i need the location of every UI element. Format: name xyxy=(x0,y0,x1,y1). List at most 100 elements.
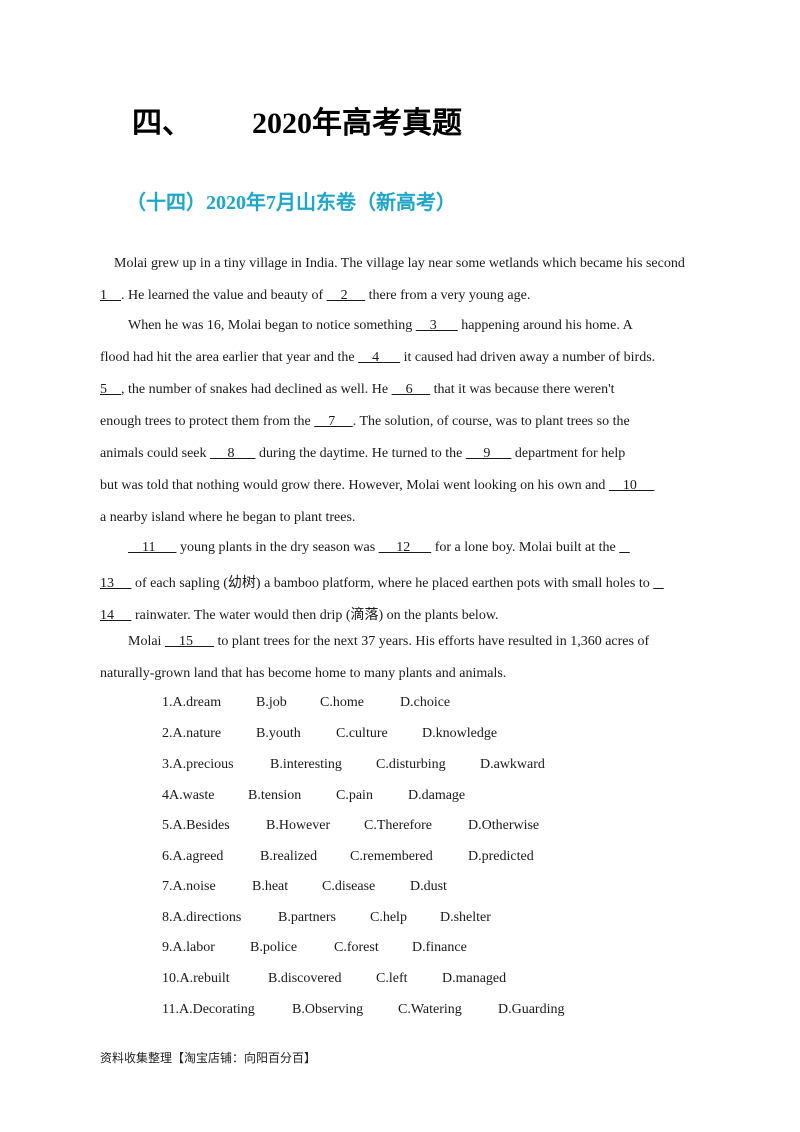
subheading: （十四）2020年7月山东卷（新高考） xyxy=(126,192,456,214)
blank: 4 xyxy=(358,350,401,365)
option-choice: B.interesting xyxy=(270,757,342,772)
passage-text: enough trees to protect them from the xyxy=(100,414,315,429)
passage-line: When he was 16, Molai began to notice so… xyxy=(128,318,633,334)
passage-text: but was told that nothing would grow the… xyxy=(100,478,609,493)
option-choice: C.Watering xyxy=(398,1002,462,1017)
option-choice: D.finance xyxy=(412,940,467,955)
passage-text: animals could seek xyxy=(100,446,211,461)
passage-text: happening around his home. A xyxy=(457,318,633,333)
option-choice: 10.A.rebuilt xyxy=(162,971,230,986)
option-choice: D.Guarding xyxy=(498,1002,565,1017)
passage-text: . He learned the value and beauty of xyxy=(121,288,327,303)
passage-text: Molai grew up in a tiny village in India… xyxy=(114,256,685,271)
passage-text: there from a very young age. xyxy=(365,288,531,303)
passage-text: it caused had driven away a number of bi… xyxy=(400,350,656,365)
passage-text: , the number of snakes had declined as w… xyxy=(121,382,392,397)
option-choice: C.disturbing xyxy=(376,757,446,772)
section-heading: 四、 2020年高考真题 xyxy=(132,98,462,142)
option-choice: C.Therefore xyxy=(364,818,433,833)
passage-text: young plants in the dry season was xyxy=(176,540,379,555)
option-choice: D.shelter xyxy=(440,910,491,925)
blank: 9 xyxy=(465,446,512,461)
passage-line: but was told that nothing would grow the… xyxy=(100,478,654,494)
blank: 7 xyxy=(314,414,353,429)
option-choice: 5.A.Besides xyxy=(162,818,230,833)
option-choice: 11.A.Decorating xyxy=(162,1002,255,1017)
footer-note: 资料收集整理【淘宝店铺：向阳百分百】 xyxy=(100,1051,317,1065)
option-choice: B.Observing xyxy=(292,1002,364,1017)
option-choice: D.damage xyxy=(408,788,466,803)
option-choice: B.tension xyxy=(248,788,302,803)
passage-text: . The solution, of course, was to plant … xyxy=(352,414,630,429)
option-choice: D.managed xyxy=(442,971,507,986)
passage-text: naturally-grown land that has become hom… xyxy=(100,666,507,681)
blank: 13 xyxy=(100,576,132,591)
option-choice: 2.A.nature xyxy=(162,726,222,741)
option-choice: B.police xyxy=(250,940,298,955)
blank: 3 xyxy=(415,318,458,333)
passage-line: flood had hit the area earlier that year… xyxy=(100,350,655,366)
blank: 8 xyxy=(210,446,256,461)
option-choice: C.culture xyxy=(336,726,388,741)
option-choice: C.help xyxy=(370,910,407,925)
blank: 15 xyxy=(164,634,214,649)
blank: 11 xyxy=(128,540,177,555)
passage-text: that it was because there weren't xyxy=(430,382,615,397)
passage-line: 13 of each sapling (幼树) a bamboo platfor… xyxy=(100,572,664,592)
option-choice: D.choice xyxy=(400,695,451,710)
passage-text: for a lone boy. Molai built at the xyxy=(431,540,620,555)
option-choice: 3.A.precious xyxy=(162,757,234,772)
option-choice: 6.A.agreed xyxy=(162,849,224,864)
option-choice: C.home xyxy=(320,695,364,710)
passage-line: a nearby island where he began to plant … xyxy=(100,510,355,526)
option-choice: 8.A.directions xyxy=(162,910,242,925)
option-choice: C.pain xyxy=(336,788,373,803)
option-choice: 4A.waste xyxy=(162,788,215,803)
passage-text: rainwater. The water would then drip (滴落… xyxy=(131,608,499,623)
blank: 12 xyxy=(378,540,432,555)
passage-text: of each sapling (幼树) a bamboo platform, … xyxy=(131,576,654,591)
passage-line: 11 young plants in the dry season was 12… xyxy=(128,540,630,556)
option-choice: D.awkward xyxy=(480,757,545,772)
heading-title: 2020年高考真题 xyxy=(252,107,462,140)
passage-line: 1 . He learned the value and beauty of 2… xyxy=(100,288,530,304)
option-choice: B.partners xyxy=(278,910,336,925)
passage-text: a nearby island where he began to plant … xyxy=(100,510,356,525)
passage-text: to plant trees for the next 37 years. Hi… xyxy=(213,634,650,649)
blank: 10 xyxy=(608,478,655,493)
passage-line: 5 , the number of snakes had declined as… xyxy=(100,382,615,398)
option-choice: 9.A.labor xyxy=(162,940,215,955)
option-choice: 7.A.noise xyxy=(162,879,216,894)
option-choice: C.left xyxy=(376,971,408,986)
passage-text: department for help xyxy=(511,446,626,461)
passage-text: flood had hit the area earlier that year… xyxy=(100,350,359,365)
heading-prefix: 四、 xyxy=(132,107,192,140)
passage-line: enough trees to protect them from the 7 … xyxy=(100,414,630,430)
blank xyxy=(653,576,664,591)
option-choice: B.job xyxy=(256,695,287,710)
blank: 1 xyxy=(100,288,121,303)
option-choice: D.predicted xyxy=(468,849,534,864)
option-choice: D.dust xyxy=(410,879,447,894)
option-choice: 1.A.dream xyxy=(162,695,222,710)
option-choice: D.Otherwise xyxy=(468,818,540,833)
blank: 2 xyxy=(326,288,366,303)
option-choice: B.discovered xyxy=(268,971,342,986)
passage-line: 14 rainwater. The water would then drip … xyxy=(100,604,499,624)
passage-line: animals could seek 8 during the daytime.… xyxy=(100,446,625,462)
option-choice: B.heat xyxy=(252,879,289,894)
passage-line: Molai grew up in a tiny village in India… xyxy=(114,256,685,272)
passage-line: Molai 15 to plant trees for the next 37 … xyxy=(128,634,649,650)
passage-line: naturally-grown land that has become hom… xyxy=(100,666,506,682)
blank xyxy=(619,540,630,555)
option-choice: B.realized xyxy=(260,849,318,864)
blank: 14 xyxy=(100,608,132,623)
option-choice: B.youth xyxy=(256,726,301,741)
option-choice: C.remembered xyxy=(350,849,433,864)
option-choice: B.However xyxy=(266,818,331,833)
passage-text: Molai xyxy=(128,634,165,649)
option-choice: C.disease xyxy=(322,879,376,894)
blank: 6 xyxy=(391,382,431,397)
passage-text: during the daytime. He turned to the xyxy=(255,446,466,461)
blank: 5 xyxy=(100,382,121,397)
